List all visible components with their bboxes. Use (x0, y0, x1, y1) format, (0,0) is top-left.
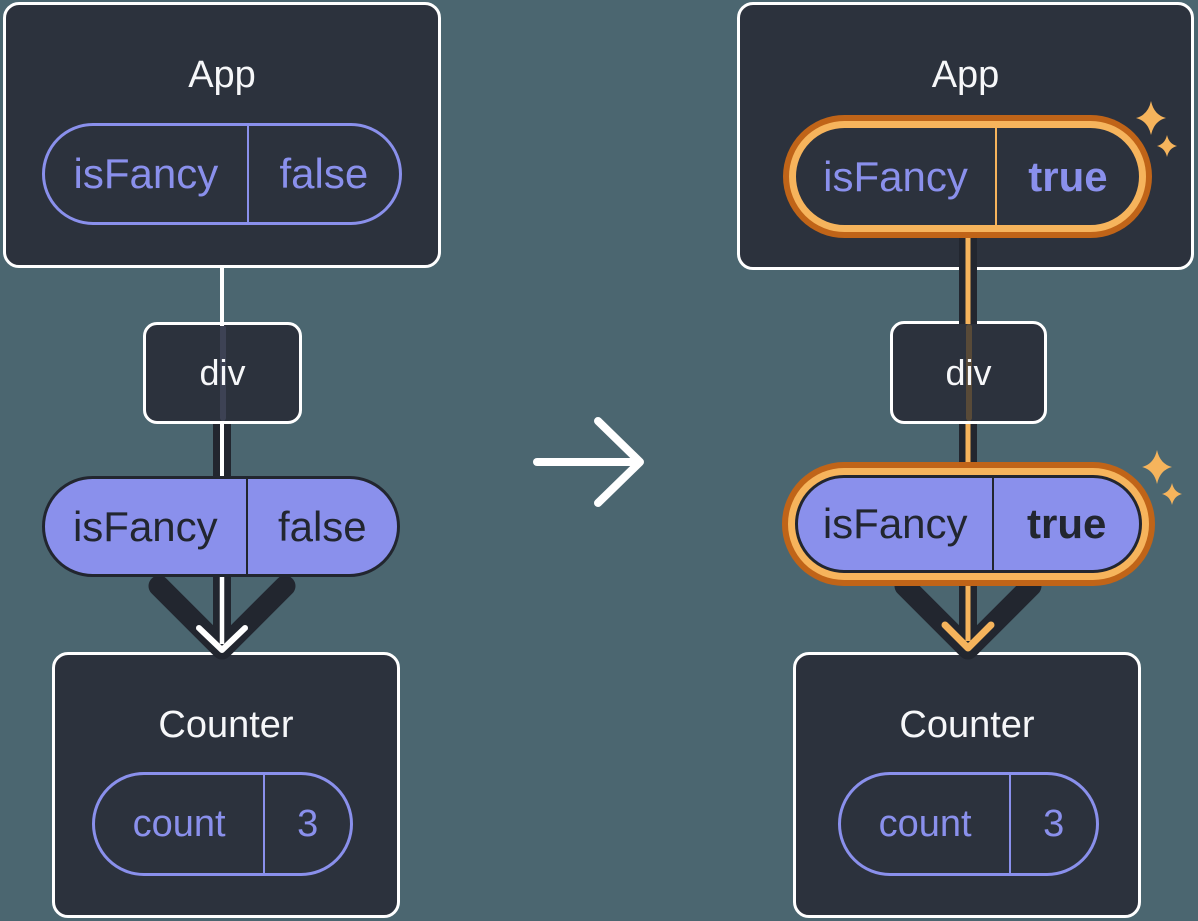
small-arrowhead-left (196, 625, 248, 653)
big-arrowhead-left (148, 575, 296, 660)
prop-key: isFancy (822, 500, 968, 547)
state-value: 3 (1009, 775, 1096, 873)
counter-title: Counter (899, 704, 1035, 746)
big-arrowhead-right (894, 575, 1042, 660)
prop-key: isFancy (72, 502, 218, 550)
prop-value: true (992, 478, 1139, 570)
connector-through-div (965, 324, 972, 421)
state-key: count (132, 802, 226, 845)
sparkle-icon (1142, 450, 1172, 484)
count-state-pill-after: count 3 (838, 772, 1099, 876)
connector-through-div (219, 325, 226, 421)
counter-title: Counter (158, 704, 294, 746)
state-key: count (878, 802, 972, 845)
small-arrowhead-right (941, 621, 995, 652)
div-label: div (945, 351, 992, 393)
state-key: isFancy (73, 150, 219, 197)
prop-value: false (245, 479, 397, 574)
count-state-pill-before: count 3 (92, 772, 353, 876)
state-value: true (994, 128, 1139, 225)
app-title: App (188, 54, 256, 96)
div-label: div (199, 352, 246, 393)
counter-card-after: Counter (793, 652, 1141, 918)
state-key: isFancy (823, 152, 968, 200)
app-state-pill-before: isFancy false (42, 123, 402, 225)
div-card-after: div (890, 321, 1047, 424)
passed-prop-pill-before: isFancy false (42, 476, 400, 577)
div-card-before: div (143, 322, 302, 424)
app-title: App (931, 54, 1000, 96)
app-state-pill-after-highlighted: isFancy true (789, 121, 1146, 232)
passed-prop-pill-after-highlighted: isFancy true (795, 475, 1142, 573)
state-value: false (246, 126, 399, 222)
transition-arrow-icon (533, 417, 644, 507)
sparkle-icon (1162, 483, 1182, 505)
state-value: 3 (263, 775, 350, 873)
